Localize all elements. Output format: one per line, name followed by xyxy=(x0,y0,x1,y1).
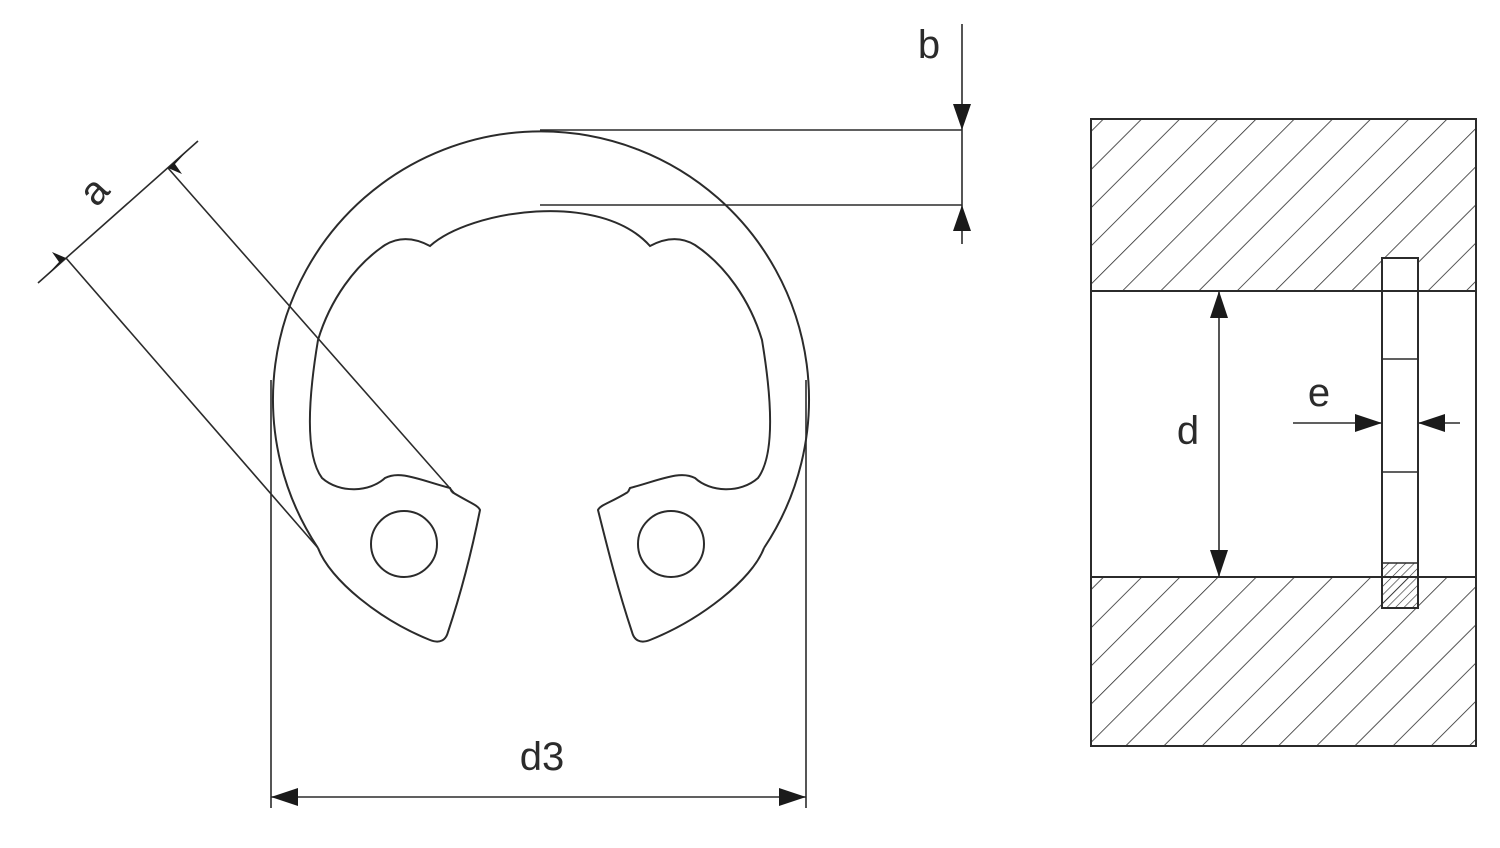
clip-section xyxy=(1381,257,1419,609)
circlip-front-view xyxy=(272,130,810,643)
dimension-d: d xyxy=(1177,291,1228,577)
label-a: a xyxy=(71,168,119,215)
clip-left-lug xyxy=(317,491,482,643)
shaft-section-view xyxy=(1090,118,1477,747)
label-d3: d3 xyxy=(520,735,565,779)
dimension-e: e xyxy=(1293,371,1460,432)
label-e: e xyxy=(1308,371,1330,415)
clip-outer-contour xyxy=(272,130,810,549)
label-b: b xyxy=(918,23,940,67)
dimension-a: a xyxy=(37,140,456,549)
left-lug-hole xyxy=(370,510,438,578)
dimension-b: b xyxy=(540,23,971,244)
right-lug-hole xyxy=(637,510,705,578)
dimension-d3: d3 xyxy=(270,380,807,808)
clip-section-hatched xyxy=(1383,563,1417,607)
label-d: d xyxy=(1177,409,1199,453)
section-frame xyxy=(1090,118,1477,747)
clip-right-lug xyxy=(596,491,765,643)
clip-inner-contour xyxy=(308,210,772,493)
